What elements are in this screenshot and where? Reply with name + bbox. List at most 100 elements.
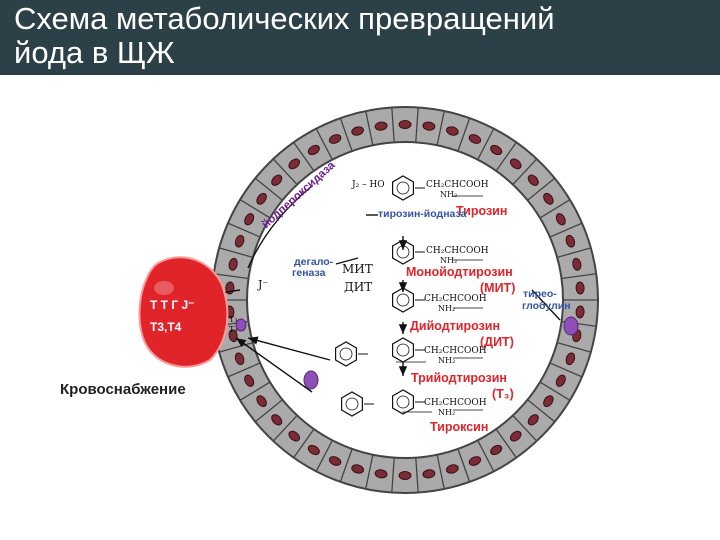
cell-nucleus xyxy=(244,213,255,226)
cell-wall xyxy=(365,110,374,146)
label-thyroxine: Тироксин xyxy=(430,420,489,434)
cell-nucleus xyxy=(234,352,245,366)
ring-bond xyxy=(345,397,359,411)
cell-nucleus xyxy=(228,329,238,343)
secreted-droplet xyxy=(235,318,247,332)
label-triiodotyrosine: Трийодтирозин xyxy=(411,371,507,385)
arrow-iodide-in xyxy=(247,185,313,269)
cell-wall xyxy=(213,273,249,280)
cell-nucleus xyxy=(271,174,283,186)
cell-nucleus xyxy=(256,395,267,408)
title-bar xyxy=(0,0,720,75)
cell-wall xyxy=(218,247,254,258)
ring-bond xyxy=(396,395,410,409)
slide-title-line-2: йода в ЩЖ xyxy=(14,35,175,70)
cell-wall xyxy=(561,273,597,280)
cell-wall xyxy=(315,128,333,161)
label-i2-ho: J₂ – HO xyxy=(352,180,385,190)
arrow-dehalogenase xyxy=(335,257,359,265)
cell-wall xyxy=(477,128,495,161)
cell-wall xyxy=(512,158,538,185)
cell-wall xyxy=(436,110,445,146)
formula-2: CH₂CHCOOH xyxy=(426,246,489,256)
cell-wall xyxy=(365,454,374,490)
ring-bond xyxy=(396,343,410,357)
cell-nucleus xyxy=(271,414,283,426)
cell-wall xyxy=(549,222,583,238)
label-t3-abbr: (Т₃) xyxy=(492,387,514,401)
cell-nucleus xyxy=(509,430,522,442)
label-dit: Дийодтирозин xyxy=(410,319,501,333)
cell-nucleus xyxy=(228,257,238,271)
cell-wall xyxy=(391,107,395,143)
formula-3: CH₂CHCOOH xyxy=(424,294,487,304)
cell-nucleus xyxy=(527,174,539,186)
label-thyroglobulin-2: глобулин xyxy=(522,300,571,312)
cell-nucleus xyxy=(328,456,342,466)
cell-nucleus xyxy=(244,374,255,387)
benzene-ring xyxy=(392,175,414,201)
cell-wall xyxy=(227,362,261,378)
cell-nucleus xyxy=(374,121,388,131)
label-dehalogenase-2: геназа xyxy=(292,267,326,279)
cell-wall xyxy=(495,428,517,459)
cell-nucleus xyxy=(575,281,585,295)
cell-nucleus xyxy=(256,192,267,205)
arrow-thyroglobulin xyxy=(531,289,561,321)
cell-nucleus xyxy=(445,464,459,474)
cell-wall xyxy=(539,381,571,401)
formula-5: CH₂CHCOOH xyxy=(424,398,487,408)
cell-nucleus xyxy=(234,234,245,248)
cell-wall xyxy=(457,448,471,483)
benzene-ring xyxy=(392,287,414,313)
cell-wall xyxy=(457,117,471,152)
formula-1: CH₂CHCOOH xyxy=(426,180,489,190)
cell-wall xyxy=(239,381,271,401)
label-t4-small: T₄ xyxy=(229,325,238,334)
cell-nucleus xyxy=(527,414,539,426)
arrow-t3-out xyxy=(247,336,331,361)
blood-vessel xyxy=(138,256,229,368)
cell-wall xyxy=(227,222,261,238)
cell-wall xyxy=(539,199,571,219)
cell-wall xyxy=(254,399,283,423)
cell-nucleus xyxy=(288,430,301,442)
benzene-ring xyxy=(392,239,414,265)
cell-nucleus xyxy=(351,126,365,136)
cell-nucleus xyxy=(422,469,436,479)
cell-wall xyxy=(315,439,333,472)
cell-nucleus xyxy=(468,134,482,144)
tyrosine-structures xyxy=(335,175,483,417)
reaction-arrows xyxy=(207,185,561,393)
cell-nucleus xyxy=(490,444,503,456)
cell-wall xyxy=(339,448,353,483)
cell-wall xyxy=(527,177,556,201)
nh2-2: NH₂ xyxy=(440,256,458,265)
label-dit-short: ДИТ xyxy=(344,280,373,294)
label-tyrosine-iodinase: тирозин-йодназа xyxy=(378,208,467,220)
cell-wall xyxy=(391,457,395,493)
cell-wall xyxy=(293,141,315,172)
cell-nucleus xyxy=(398,120,412,129)
follicle-cell-ring xyxy=(211,106,599,494)
cell-wall xyxy=(293,428,315,459)
label-dehalogenase-1: дегало- xyxy=(294,256,334,268)
cell-nucleus xyxy=(445,126,459,136)
cell-wall xyxy=(527,399,556,423)
cell-wall xyxy=(556,342,592,353)
cell-nucleus xyxy=(575,305,585,319)
label-blood-supply: Кровоснабжение xyxy=(60,381,186,398)
nh2-5: NH₂ xyxy=(438,408,456,417)
colloid-droplet xyxy=(303,370,319,390)
cell-wall xyxy=(495,141,517,172)
cell-nucleus xyxy=(572,257,582,271)
nh2-3: NH₂ xyxy=(438,304,456,313)
cell-nucleus xyxy=(398,471,412,480)
nh2-4: NH₂ xyxy=(438,356,456,365)
ring-bond xyxy=(396,293,410,307)
cell-wall xyxy=(436,454,445,490)
cell-nucleus xyxy=(351,464,365,474)
cell-wall xyxy=(415,107,419,143)
label-dit-abbr: (ДИТ) xyxy=(480,335,514,349)
